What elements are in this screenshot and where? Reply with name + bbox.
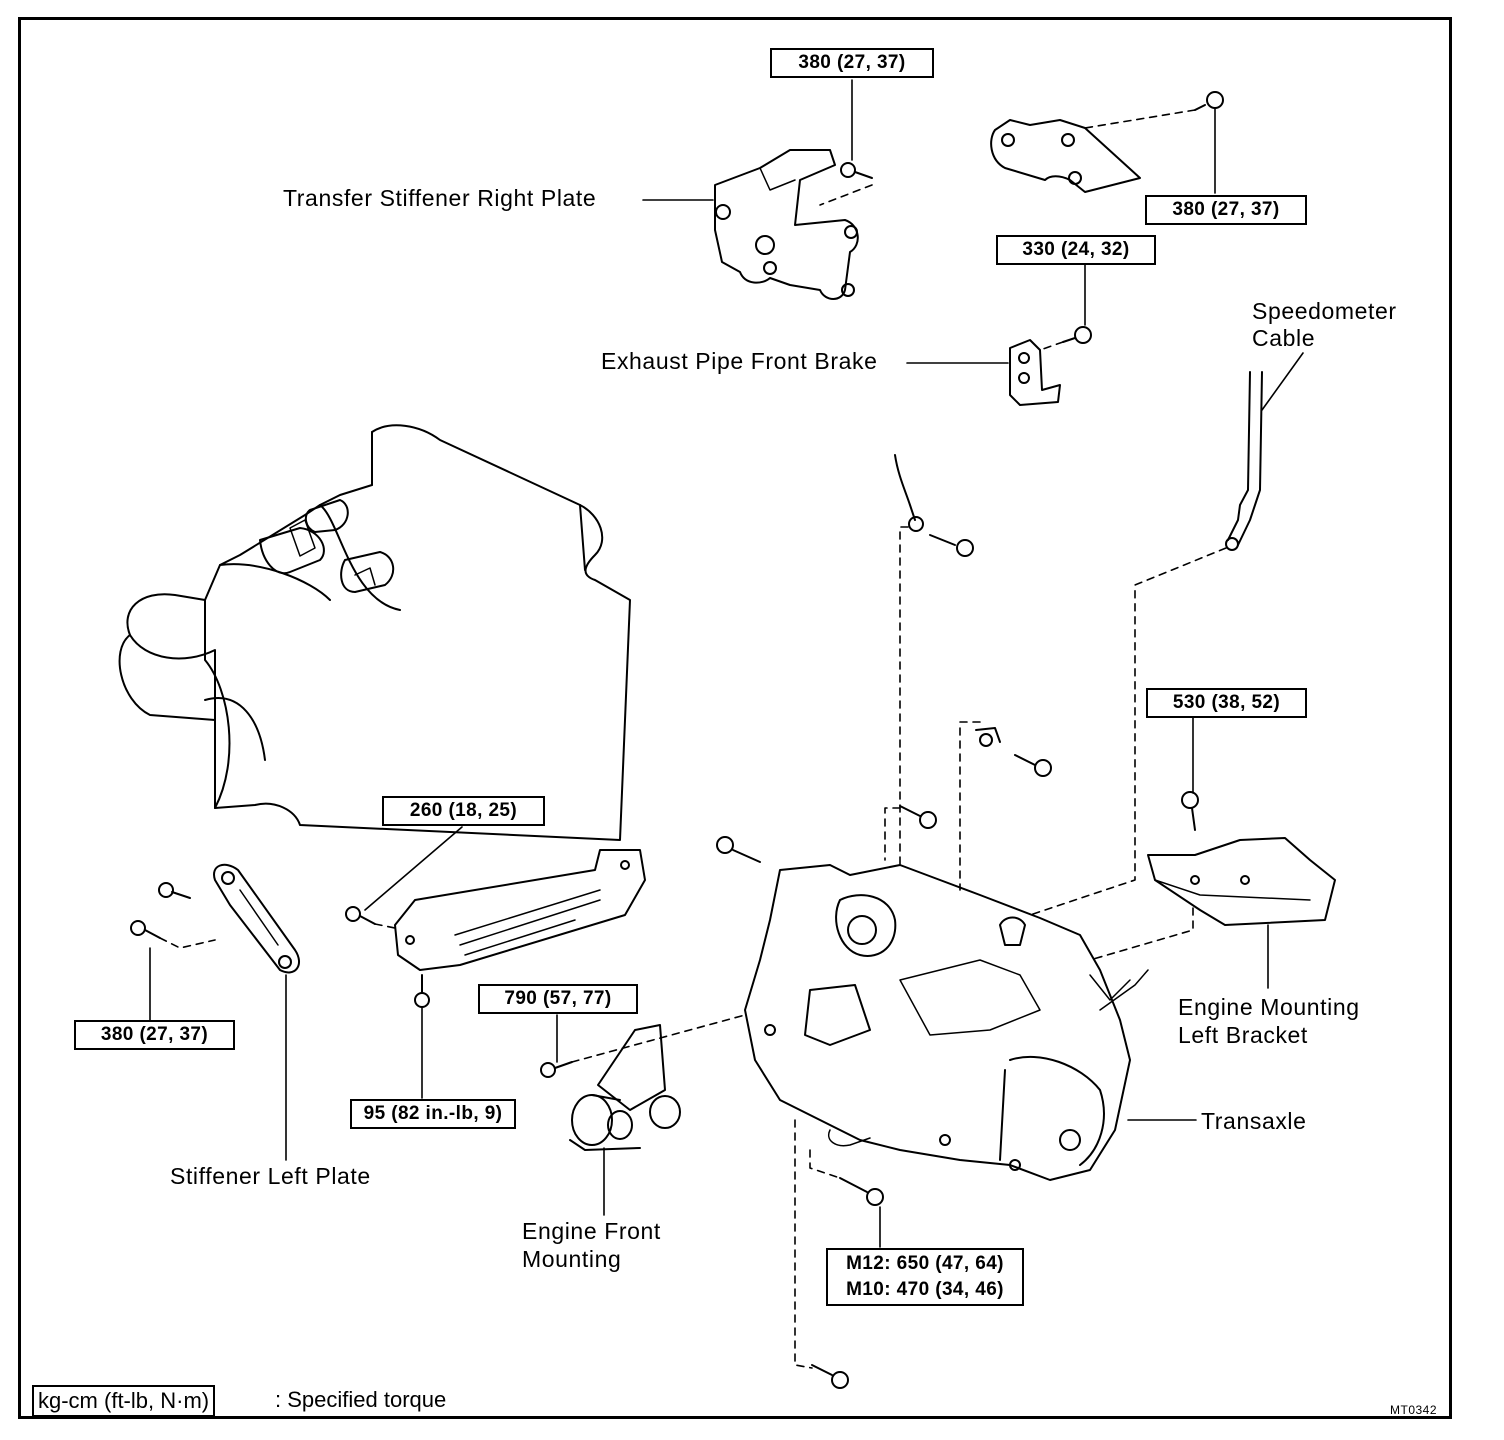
label-speedometer-cable-line2: Cable <box>1252 325 1316 351</box>
engine-front-mounting <box>569 1024 681 1151</box>
bolt <box>899 805 937 829</box>
diagram-frame <box>18 17 1452 1419</box>
bolt <box>716 836 761 863</box>
exhaust-pipe-front-brake <box>1009 339 1061 406</box>
label-engine-front-mounting-line1: Engine Front <box>522 1218 661 1244</box>
transfer-stiffener-right-plate <box>714 149 859 300</box>
bolt <box>1181 791 1199 831</box>
bolt <box>130 920 161 939</box>
torque-box-stiffener-plate: 260 (18, 25) <box>382 796 545 826</box>
stiffener-plate <box>394 849 646 971</box>
legend-description: : Specified torque <box>275 1387 447 1412</box>
bolt <box>929 534 974 557</box>
bolt <box>1194 91 1224 111</box>
bolt <box>540 1061 573 1078</box>
bolt <box>840 162 873 179</box>
speedometer-cable <box>1225 371 1263 551</box>
label-engine-mounting-left-bracket-line2: Left Bracket <box>1178 1022 1308 1048</box>
label-transaxle: Transaxle <box>1201 1108 1307 1134</box>
label-transfer-stiffener-right-plate: Transfer Stiffener Right Plate <box>283 185 597 211</box>
figure-code: MT0342 <box>1390 1403 1438 1417</box>
leader-lines <box>149 79 1304 1248</box>
assembly-lines <box>159 109 1227 1369</box>
bolt <box>1014 754 1052 777</box>
torque-box-front-mounting: 790 (57, 77) <box>478 984 638 1014</box>
label-exhaust-pipe-front-brake: Exhaust Pipe Front Brake <box>601 348 878 374</box>
torque-box-top-bracket: 380 (27, 37) <box>1145 195 1307 225</box>
torque-transaxle-m10: M10: 470 (34, 46) <box>846 1279 1004 1300</box>
bolt <box>839 1177 884 1206</box>
torque-box-small-bolt: 95 (82 in.-lb, 9) <box>350 1099 516 1129</box>
stiffener-left-plate <box>213 863 300 974</box>
label-speedometer-cable-line1: Speedometer <box>1252 298 1397 324</box>
bolt <box>158 882 191 899</box>
torque-box-left-plate: 380 (27, 37) <box>74 1020 235 1050</box>
label-engine-mounting-left-bracket-line1: Engine Mounting <box>1178 994 1360 1020</box>
bolt <box>1062 326 1092 344</box>
label-stiffener-left-plate: Stiffener Left Plate <box>170 1163 371 1189</box>
bolt <box>345 906 376 925</box>
sensor-wire <box>894 454 924 532</box>
bolt <box>975 727 1001 747</box>
bolt <box>414 974 430 1008</box>
legend-units-box: kg-cm (ft-lb, N·m) <box>32 1385 216 1417</box>
torque-box-transaxle: M12: 650 (47, 64) M10: 470 (34, 46) <box>826 1248 1024 1306</box>
torque-box-left-bracket: 530 (38, 52) <box>1146 688 1307 718</box>
bolts <box>130 91 1224 1389</box>
label-engine-front-mounting-line2: Mounting <box>522 1246 622 1272</box>
transaxle <box>744 864 1149 1181</box>
engine-mounting-left-bracket <box>1147 837 1336 926</box>
torque-transaxle-m12: M12: 650 (47, 64) <box>846 1253 1004 1274</box>
torque-box-transfer-plate: 380 (27, 37) <box>770 48 934 78</box>
engine-outline <box>118 424 631 841</box>
torque-box-exhaust-brake: 330 (24, 32) <box>996 235 1156 265</box>
top-right-bracket <box>990 119 1141 193</box>
bolt <box>811 1364 849 1389</box>
